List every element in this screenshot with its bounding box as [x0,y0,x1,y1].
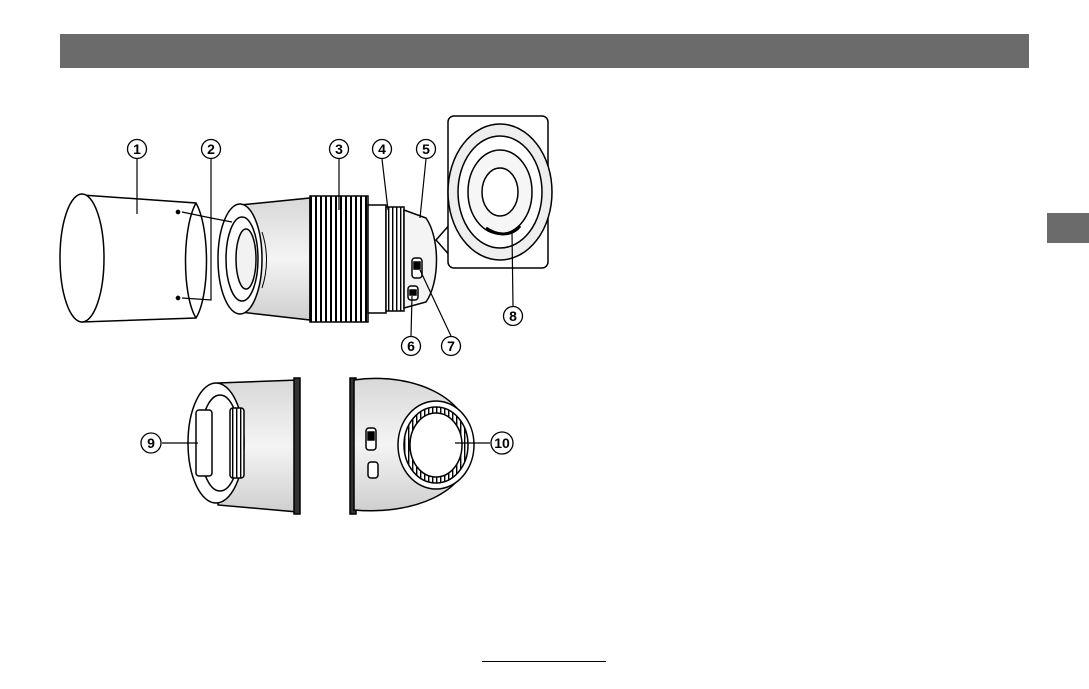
lens-hood [60,194,207,322]
callout-4: 4 [373,140,392,159]
lens-body [218,196,452,322]
callout-7: 7 [442,337,461,356]
callout-5: 5 [417,140,436,159]
svg-text:10: 10 [494,435,510,451]
callout-10: 10 [491,432,513,454]
callout-1: 1 [128,140,147,159]
svg-text:7: 7 [447,338,455,354]
callout-9: 9 [141,433,161,453]
svg-text:4: 4 [378,141,386,157]
rear-cap-view [350,378,474,514]
front-cap-view [188,378,300,514]
mount-inset [448,116,552,268]
svg-text:8: 8 [509,308,517,324]
callout-3: 3 [330,140,349,159]
svg-text:5: 5 [422,141,430,157]
callout-8: 8 [504,307,523,326]
callout-2: 2 [202,140,221,159]
svg-text:1: 1 [133,141,141,157]
callout-6: 6 [402,337,421,356]
svg-text:2: 2 [207,141,215,157]
svg-text:3: 3 [335,141,343,157]
svg-text:6: 6 [407,338,415,354]
svg-text:9: 9 [147,435,155,451]
